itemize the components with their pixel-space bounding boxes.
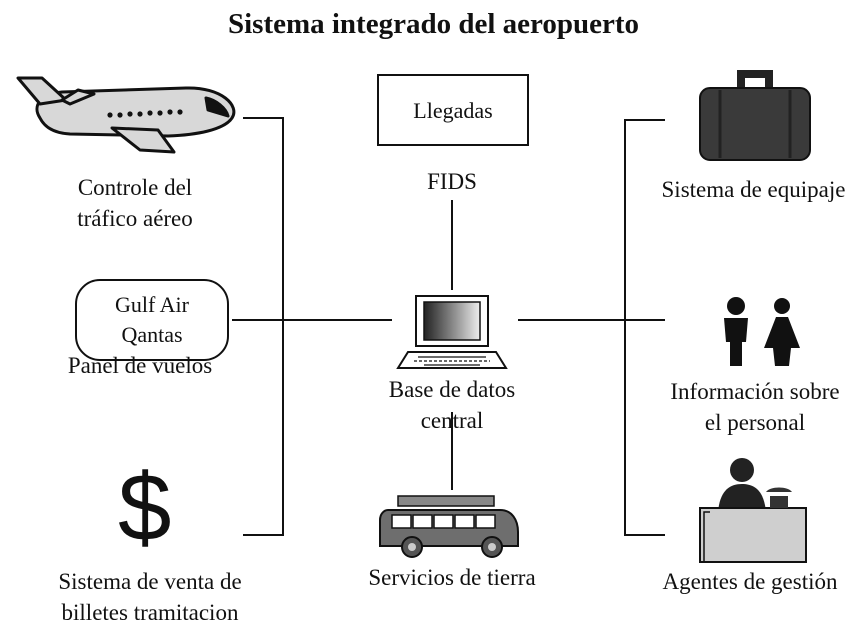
ticketing-label-line1: Sistema de venta de [58,569,242,594]
suitcase-icon [699,70,811,161]
right-bracket-line [624,119,665,536]
connectors [232,117,665,536]
computer-icon [396,295,508,369]
atc-label: Controle del tráfico aéreo [40,172,230,234]
staff-info-label-line2: el personal [704,410,806,435]
desk-agent-icon [699,458,807,563]
fids-screen-box [377,74,529,146]
agents-label: Agentes de gestión [662,569,838,594]
flight-panel-box [75,279,229,361]
flight-panel-box-text: Gulf Air Qantas [76,290,228,350]
central-db-label-line2: central [420,408,484,433]
staff-info-label-line1: Información sobre [670,379,840,404]
bus-icon [379,495,519,558]
central-db-label-line1: Base de datos [388,377,516,402]
atc-label-line2: tráfico aéreo [77,206,193,231]
left-bracket-line [243,117,284,536]
central-db-label: Base de datos central [362,374,542,436]
flight-panel-airline-1: Gulf Air [115,292,189,317]
flight-panel-label: Panel de vuelos [67,353,213,378]
fids-screen-text: Llegadas [413,98,493,123]
flight-panel-airline-2: Qantas [121,322,183,347]
ticketing-label: Sistema de venta de billetes tramitacion [20,566,280,628]
airplane-icon [16,76,236,154]
atc-label-line1: Controle del [77,175,193,200]
people-icon [724,297,800,366]
baggage-label: Sistema de equipaje [661,177,846,202]
staff-info-label: Información sobre el personal [650,376,860,438]
dollar-icon: $ [118,454,172,561]
diagram-title: Sistema integrado del aeropuerto [227,8,640,40]
ticketing-label-line2: billetes tramitacion [61,600,239,625]
ground-services-label: Servicios de tierra [368,565,536,590]
fids-label: FIDS [427,169,477,194]
